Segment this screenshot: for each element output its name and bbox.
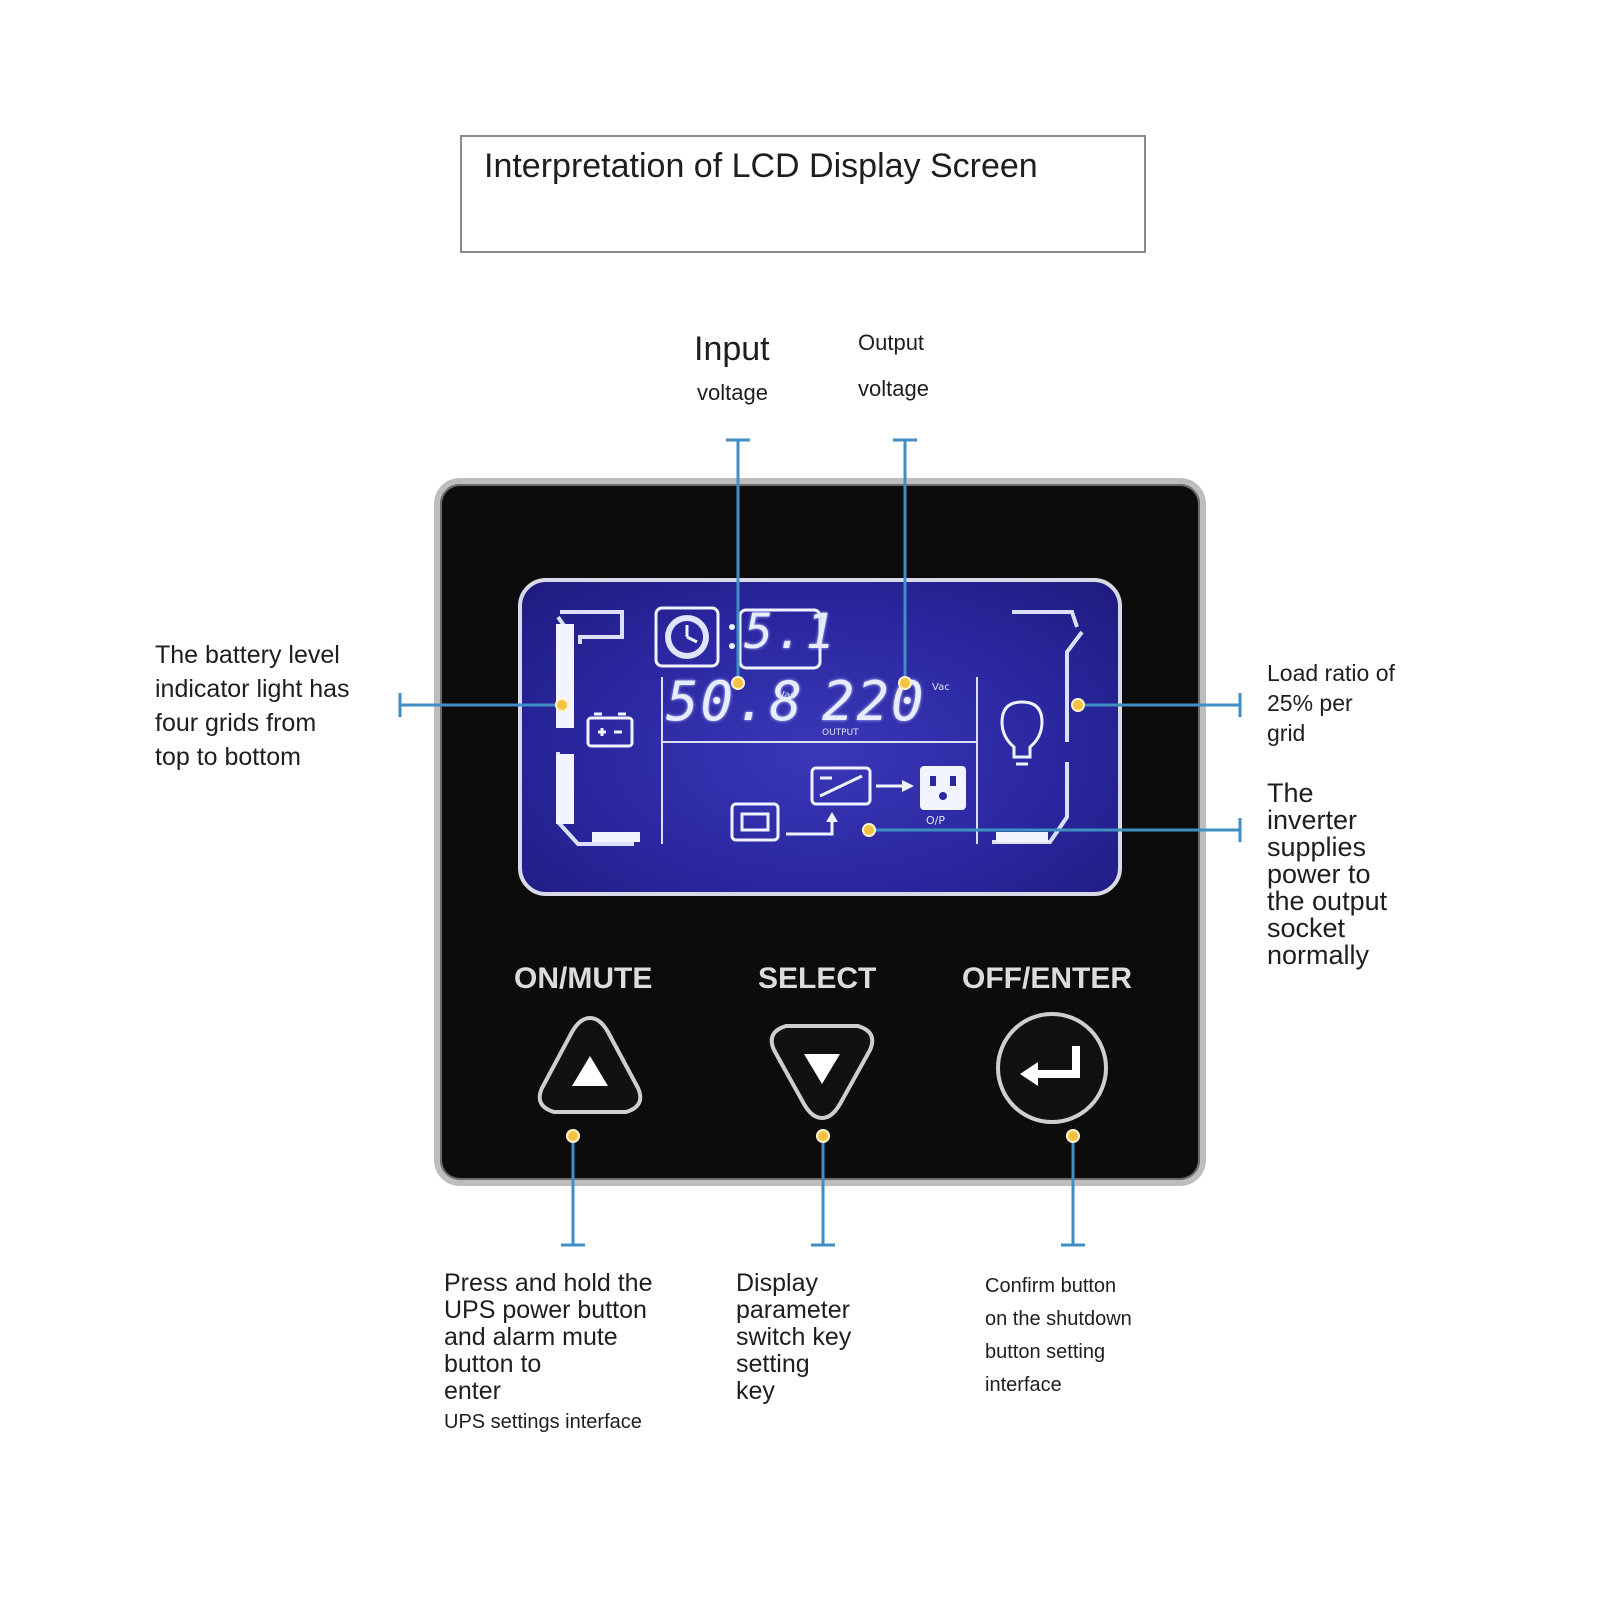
output-caption: OUTPUT [822,728,859,738]
load-ratio-annotation: Load ratio of 25% per grid [1267,660,1395,746]
input-voltage-label-2: voltage [697,380,768,405]
callout-dot-load [1071,698,1085,712]
inverter-icon [810,766,872,806]
callout-dot-inverter [862,823,876,837]
output-voltage-unit: Vac [932,682,950,693]
arrow-down-icon [804,1054,840,1084]
callout-dot-input [731,676,745,690]
title-box: Interpretation of LCD Display Screen [460,135,1146,253]
socket-icon [920,766,966,810]
callout-dot-battery [555,698,569,712]
callout-dot-off-enter [1066,1129,1080,1143]
output-voltage-label-2: voltage [858,376,929,401]
on-mute-label: ON/MUTE [514,962,653,995]
page-title: Interpretation of LCD Display Screen [484,147,1038,185]
callout-dot-output [898,676,912,690]
enter-return-icon [1020,1046,1080,1086]
clock-icon [654,606,720,668]
arrow-up-icon [572,1056,608,1086]
small-battery-icon [730,802,780,842]
on-mute-annotation: Press and hold the UPS power button and … [444,1269,653,1434]
battery-bar-top [560,610,624,644]
off-enter-button[interactable] [992,1008,1112,1128]
callout-dot-select [816,1129,830,1143]
input-voltage-label-1: Input [694,330,770,368]
on-mute-button[interactable] [530,1010,650,1130]
select-annotation: Display parameter switch key setting key [736,1269,852,1405]
lcd-graphics [556,606,1084,846]
time-readout: 5.1 [744,604,837,660]
select-label: SELECT [758,962,877,995]
battery-level-annotation: The battery level indicator light has fo… [155,641,350,771]
off-enter-annotation: Confirm button on the shutdown button se… [985,1275,1132,1396]
select-button[interactable] [762,1010,882,1130]
callout-dot-on-mute [566,1129,580,1143]
load-bulb-icon [1000,700,1044,766]
battery-icon [586,712,634,748]
off-enter-label: OFF/ENTER [962,962,1132,995]
input-voltage-unit: Vac [778,690,796,701]
inverter-annotation: The inverter supplies power to the outpu… [1267,778,1388,970]
socket-caption: O/P [926,814,945,827]
battery-grid-filled [556,754,574,824]
output-voltage-label-1: Output [858,330,925,355]
lcd-screen: 5.1 50.8 Vac 220 Vac OUTPUT O/P [518,578,1122,896]
